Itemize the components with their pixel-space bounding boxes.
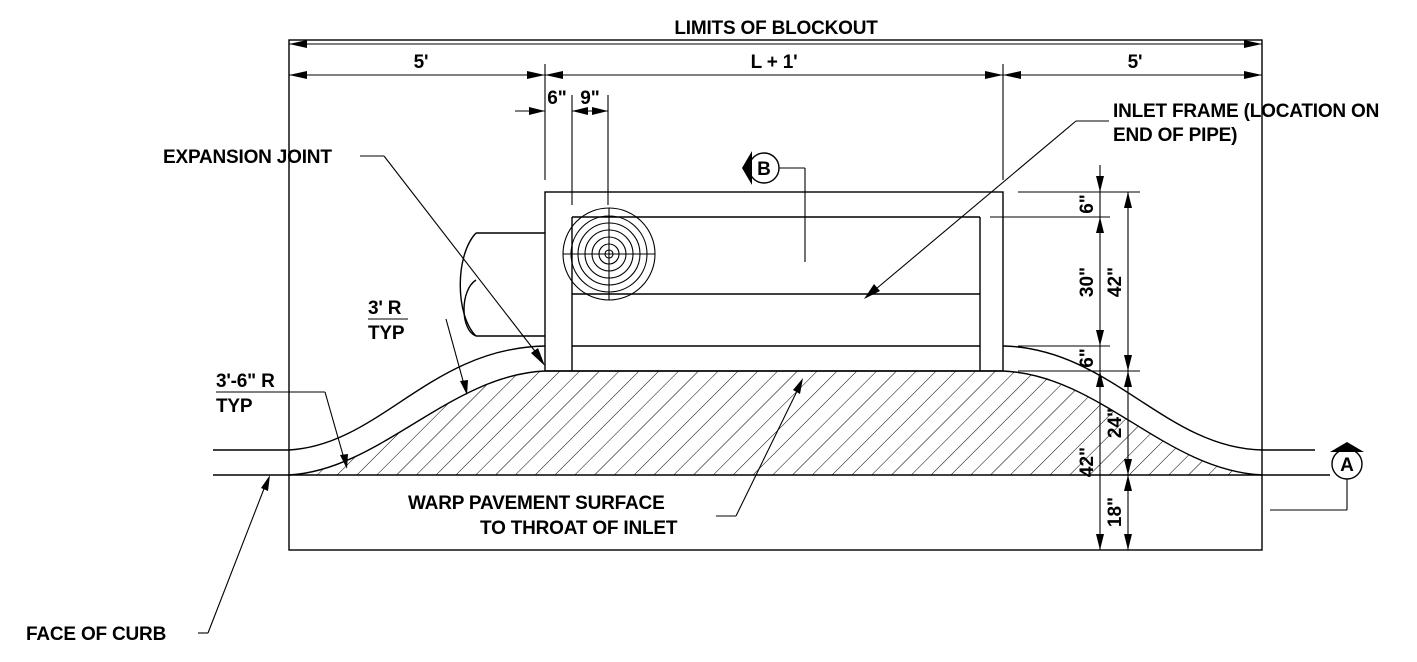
limits-of-blockout-dimension: [289, 40, 1262, 48]
wall-thickness-dimension: [515, 95, 609, 205]
section-b-marker: [742, 151, 806, 262]
section-a-label: A: [1340, 455, 1354, 476]
dim-24in: 24": [1105, 408, 1126, 438]
curb-top-line-right: [1002, 345, 1315, 451]
dim-6in-right-top: 6": [1077, 194, 1098, 214]
inlet-frame-label-line2: END OF PIPE): [1113, 125, 1237, 146]
right-offset-label: 5': [1128, 52, 1143, 73]
warp-pavement-leader: [716, 378, 803, 517]
inlet-structure: [544, 191, 1004, 372]
section-a-marker: [1270, 442, 1364, 511]
dim-42in-right: 42": [1105, 267, 1126, 297]
radius-3ft6in-typ: TYP: [216, 396, 253, 417]
inlet-pipe: [459, 232, 545, 337]
left-offset-label: 5': [414, 52, 429, 73]
section-b-label: B: [757, 159, 771, 180]
warp-pavement-label-line2: TO THROAT OF INLET: [480, 518, 678, 539]
radius-3ft6in-leader: [216, 391, 348, 469]
dim-6in-right-bottom: 6": [1077, 348, 1098, 368]
expansion-joint-leader: [360, 155, 545, 366]
expansion-joint-label: EXPANSION JOINT: [163, 147, 332, 168]
dim-30in: 30": [1077, 267, 1098, 297]
limits-of-blockout-label: LIMITS OF BLOCKOUT: [674, 18, 878, 39]
radius-3ft6in-label: 3'-6" R: [216, 371, 275, 392]
inlet-frame-leader: [864, 120, 1109, 299]
warp-pavement-area: [289, 371, 1262, 475]
dim-42in-lower: 42": [1077, 447, 1098, 477]
inlet-frame-label-line1: INLET FRAME (LOCATION ON: [1113, 101, 1379, 122]
dim-18in: 18": [1105, 497, 1126, 527]
warp-pavement-label-line1: WARP PAVEMENT SURFACE: [408, 493, 665, 514]
dim-6in-top: 6": [547, 88, 567, 109]
radius-3ft-leader: [368, 318, 468, 395]
face-of-curb-leader: [198, 475, 270, 634]
second-row-dimension: [289, 64, 1262, 180]
pipe-end-symbol: [562, 207, 656, 301]
dim-9in-top: 9": [580, 88, 600, 109]
right-vertical-dimensions: [990, 165, 1262, 550]
face-of-curb-label: FACE OF CURB: [26, 624, 166, 645]
curb-top-line: [213, 345, 546, 451]
radius-3ft-typ: TYP: [368, 323, 405, 344]
blockout-outline: [288, 39, 1263, 551]
radius-3ft-label: 3' R: [368, 298, 402, 319]
inlet-length-label: L + 1': [751, 52, 798, 73]
